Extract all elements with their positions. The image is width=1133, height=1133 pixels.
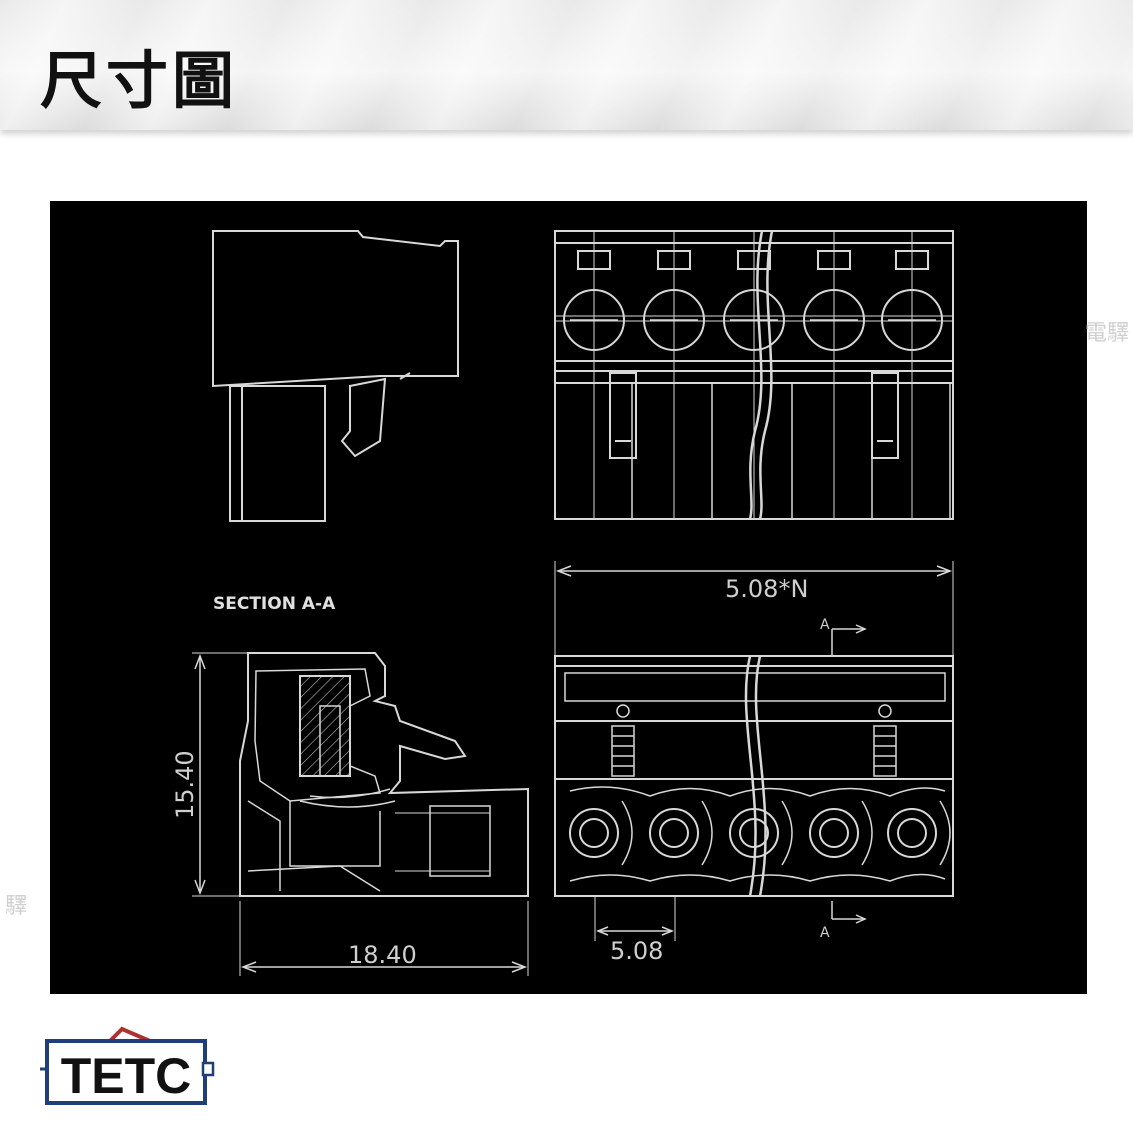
terminal-wall bbox=[621, 800, 633, 866]
terminal-opening bbox=[569, 800, 633, 866]
screw-position bbox=[723, 231, 793, 519]
screw-position bbox=[881, 231, 951, 519]
terminal-opening bbox=[649, 800, 713, 866]
terminal-inner bbox=[897, 818, 927, 848]
section-marker-top: A bbox=[820, 617, 830, 633]
terminal-opening bbox=[729, 800, 793, 866]
terminal-wall bbox=[939, 800, 951, 866]
section-view bbox=[239, 652, 529, 897]
terminal-inner bbox=[739, 818, 769, 848]
watermark-right: 電驛 bbox=[1085, 321, 1130, 346]
terminal-wall bbox=[781, 800, 793, 866]
terminal-opening bbox=[809, 800, 873, 866]
terminal-outer bbox=[649, 808, 699, 858]
terminal-wall bbox=[861, 800, 873, 866]
side-view bbox=[212, 230, 459, 522]
header-banner bbox=[0, 0, 1133, 130]
terminal-outer bbox=[569, 808, 619, 858]
terminal-inner bbox=[659, 818, 689, 848]
terminal-wall bbox=[701, 800, 713, 866]
front-view-bottom: 5.08*N A A bbox=[554, 561, 954, 965]
terminal-inner bbox=[579, 818, 609, 848]
total-width-label: 5.08*N bbox=[725, 575, 808, 603]
height-label: 15.40 bbox=[171, 750, 199, 819]
pitch-label: 5.08 bbox=[610, 937, 663, 965]
terminal-outer bbox=[809, 808, 859, 858]
height-dimension: 15.40 bbox=[171, 652, 250, 897]
terminal-inner bbox=[819, 818, 849, 848]
section-marker-bottom: A bbox=[820, 925, 830, 941]
screw-position bbox=[563, 231, 633, 519]
watermark-left: 驛 bbox=[5, 894, 28, 919]
page-title: 尺寸圖 bbox=[40, 44, 239, 117]
depth-label: 18.40 bbox=[348, 941, 417, 969]
logo-text: TETC bbox=[61, 1048, 192, 1104]
front-view-top bbox=[554, 230, 954, 520]
terminal-opening bbox=[887, 800, 951, 866]
screw-position bbox=[803, 231, 873, 519]
tetc-logo: TETC bbox=[40, 1025, 215, 1110]
terminal-outer bbox=[887, 808, 937, 858]
depth-dimension: 18.40 bbox=[239, 901, 529, 976]
dimension-drawing: SECTION A-A 15.40 18.40 bbox=[50, 201, 1087, 994]
section-label: SECTION A-A bbox=[213, 594, 336, 614]
screw-position bbox=[643, 231, 713, 519]
